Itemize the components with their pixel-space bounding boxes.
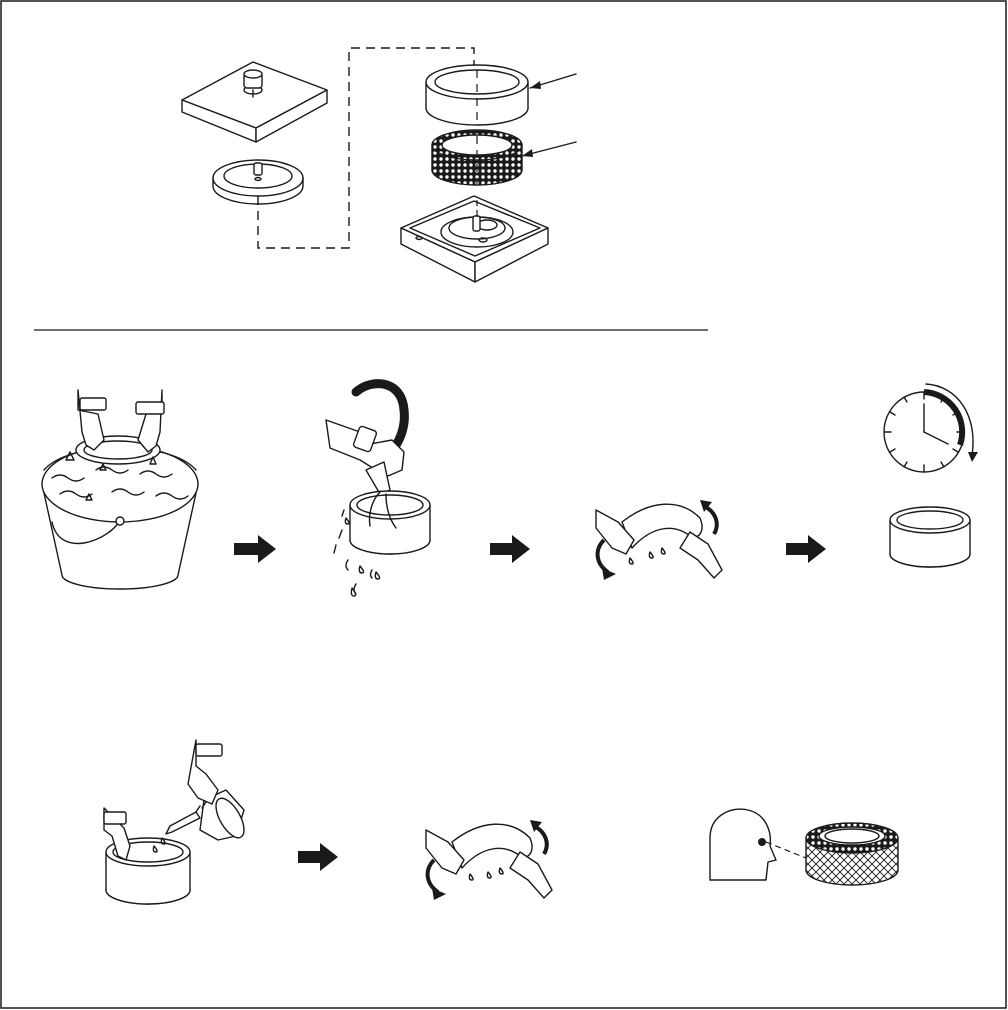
callout-leaders bbox=[522, 74, 576, 157]
paper-element bbox=[432, 130, 522, 185]
clean-foam-element bbox=[890, 507, 970, 567]
arrow-right-icon bbox=[298, 843, 338, 871]
step-dry-time bbox=[884, 384, 978, 567]
step-rinse-water bbox=[326, 384, 430, 596]
step-squeeze-excess bbox=[426, 820, 552, 900]
head-profile-icon bbox=[710, 809, 776, 880]
filter-base bbox=[401, 196, 548, 282]
step-apply-oil bbox=[104, 740, 250, 904]
arrow-right-icon bbox=[234, 535, 276, 563]
paper-element-inspect bbox=[806, 823, 898, 885]
step-squeeze-dry bbox=[596, 500, 722, 580]
clock-icon bbox=[884, 384, 978, 472]
step-inspect-element bbox=[710, 809, 898, 885]
step-wash-bucket bbox=[42, 390, 198, 589]
arrow-right-icon bbox=[786, 535, 826, 563]
outer-foam-element bbox=[426, 65, 528, 125]
arrow-right-icon bbox=[490, 535, 530, 563]
wing-nut-icon bbox=[244, 70, 262, 97]
exploded-view bbox=[182, 48, 576, 282]
